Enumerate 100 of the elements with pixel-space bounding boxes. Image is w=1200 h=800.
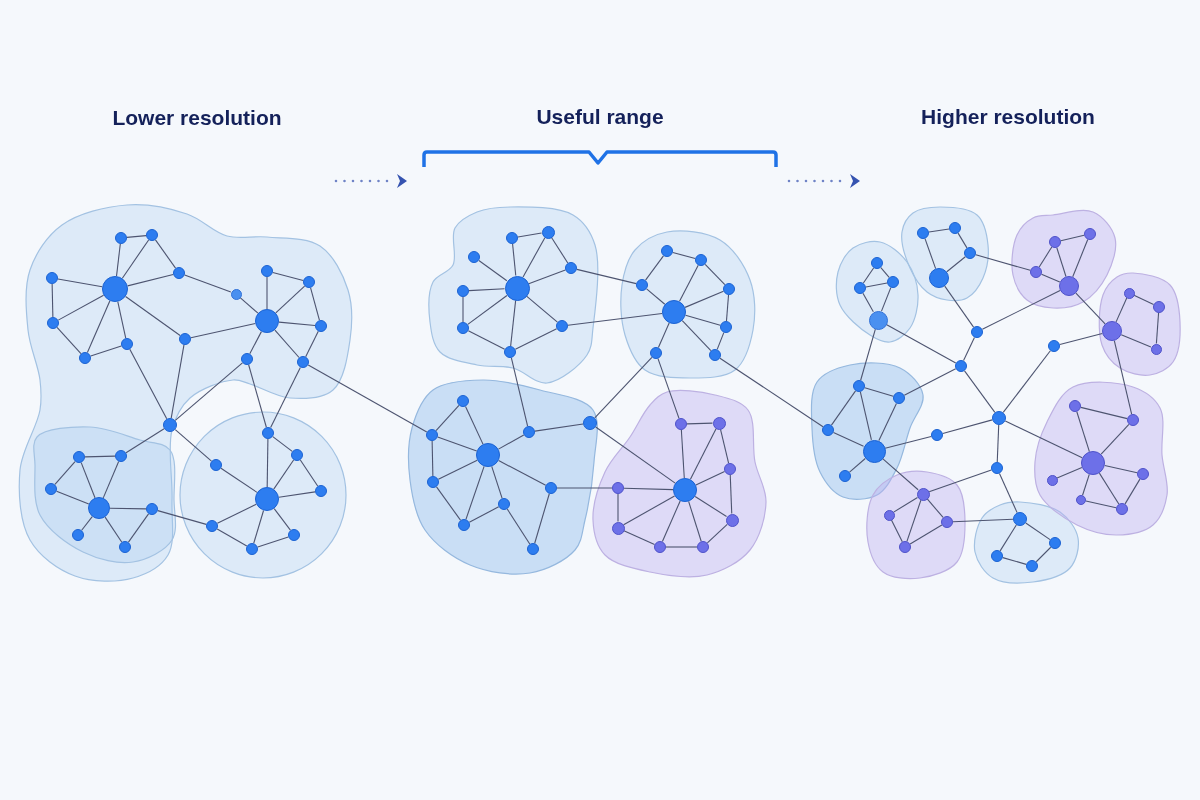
network-link [1082,473,1090,496]
network-dot [303,276,315,288]
network-dot [712,416,726,430]
network-dot [121,338,133,350]
network-dot [1059,276,1079,296]
network-dot [288,529,300,541]
network-dot [611,521,625,535]
network-link [944,285,975,328]
network-link [510,357,529,427]
network-dot [941,516,953,528]
network-dot [899,541,911,553]
network-dot [612,482,624,494]
network-link [1072,239,1089,278]
network-link [864,387,894,397]
network-dot [636,279,648,291]
network-link [127,513,150,543]
network-link [462,296,464,323]
network-dot [146,229,158,241]
network-link [80,462,96,499]
network-link [272,436,293,452]
network-dot [916,487,930,501]
network-dot [458,519,470,531]
network-link [305,330,319,358]
network-dot [1127,414,1139,426]
network-link [1038,246,1053,268]
network-link [125,428,165,454]
network-dot [675,418,687,430]
network-dot [45,483,57,495]
network-link [862,292,874,313]
network-link [957,232,968,249]
network-dot [457,285,469,297]
network-dot [955,360,967,372]
network-link [906,499,922,542]
network-link [127,273,174,287]
network-link [467,294,508,325]
network-dot [1081,451,1105,475]
network-link [464,405,484,445]
network-dot [991,550,1003,562]
network-dot [964,247,976,259]
network-link [689,428,717,480]
network-link [274,329,300,359]
network-link [880,287,892,312]
network-dot [556,320,568,332]
network-link [468,506,500,523]
network-dot [457,322,469,334]
network-dot [255,487,279,511]
network-link [534,493,550,544]
network-link [1124,478,1141,505]
network-dot [476,443,500,467]
network-dot [504,275,530,301]
panel-heading: Higher resolution [921,104,1095,130]
network-link [1113,340,1133,415]
network-link [157,510,207,525]
network-link [512,243,517,277]
network-dot [47,317,59,329]
network-link [216,528,248,547]
network-link [239,297,259,314]
network-link [248,364,267,428]
network-link [681,320,712,352]
network-link [253,509,265,544]
network-link [1004,420,1083,459]
network-link [657,358,680,419]
network-link [154,239,177,269]
network-link [510,299,517,347]
network-link [270,366,301,429]
network-link [928,469,992,493]
network-link [125,296,181,337]
network-link [672,252,696,259]
network-dot [871,257,883,269]
network-link [926,498,944,518]
network-dot [241,353,253,365]
network-dot [315,485,327,497]
network-link [1155,312,1160,345]
network-dot [1137,468,1149,480]
network-dot [230,288,242,300]
network-link [878,402,897,442]
network-link [685,314,721,326]
network-link [437,436,478,452]
network-dot [862,439,886,463]
network-link [249,331,262,355]
network-link [174,362,243,421]
network-dot [315,320,327,332]
network-link [121,239,150,279]
network-dot [206,520,218,532]
network-dot [1046,474,1058,486]
network-link [688,500,702,542]
network-dot [146,503,158,515]
network-link [273,508,291,531]
network-link [567,312,663,326]
network-dot [1150,343,1162,355]
network-dot [541,225,555,239]
network-dot [992,411,1006,425]
network-link [694,495,728,518]
network-link [435,404,460,432]
network-link [170,344,185,419]
network-dot [893,392,905,404]
network-dot [662,300,686,324]
network-link [576,268,637,285]
network-dot [654,541,666,553]
network-dot [115,450,127,462]
